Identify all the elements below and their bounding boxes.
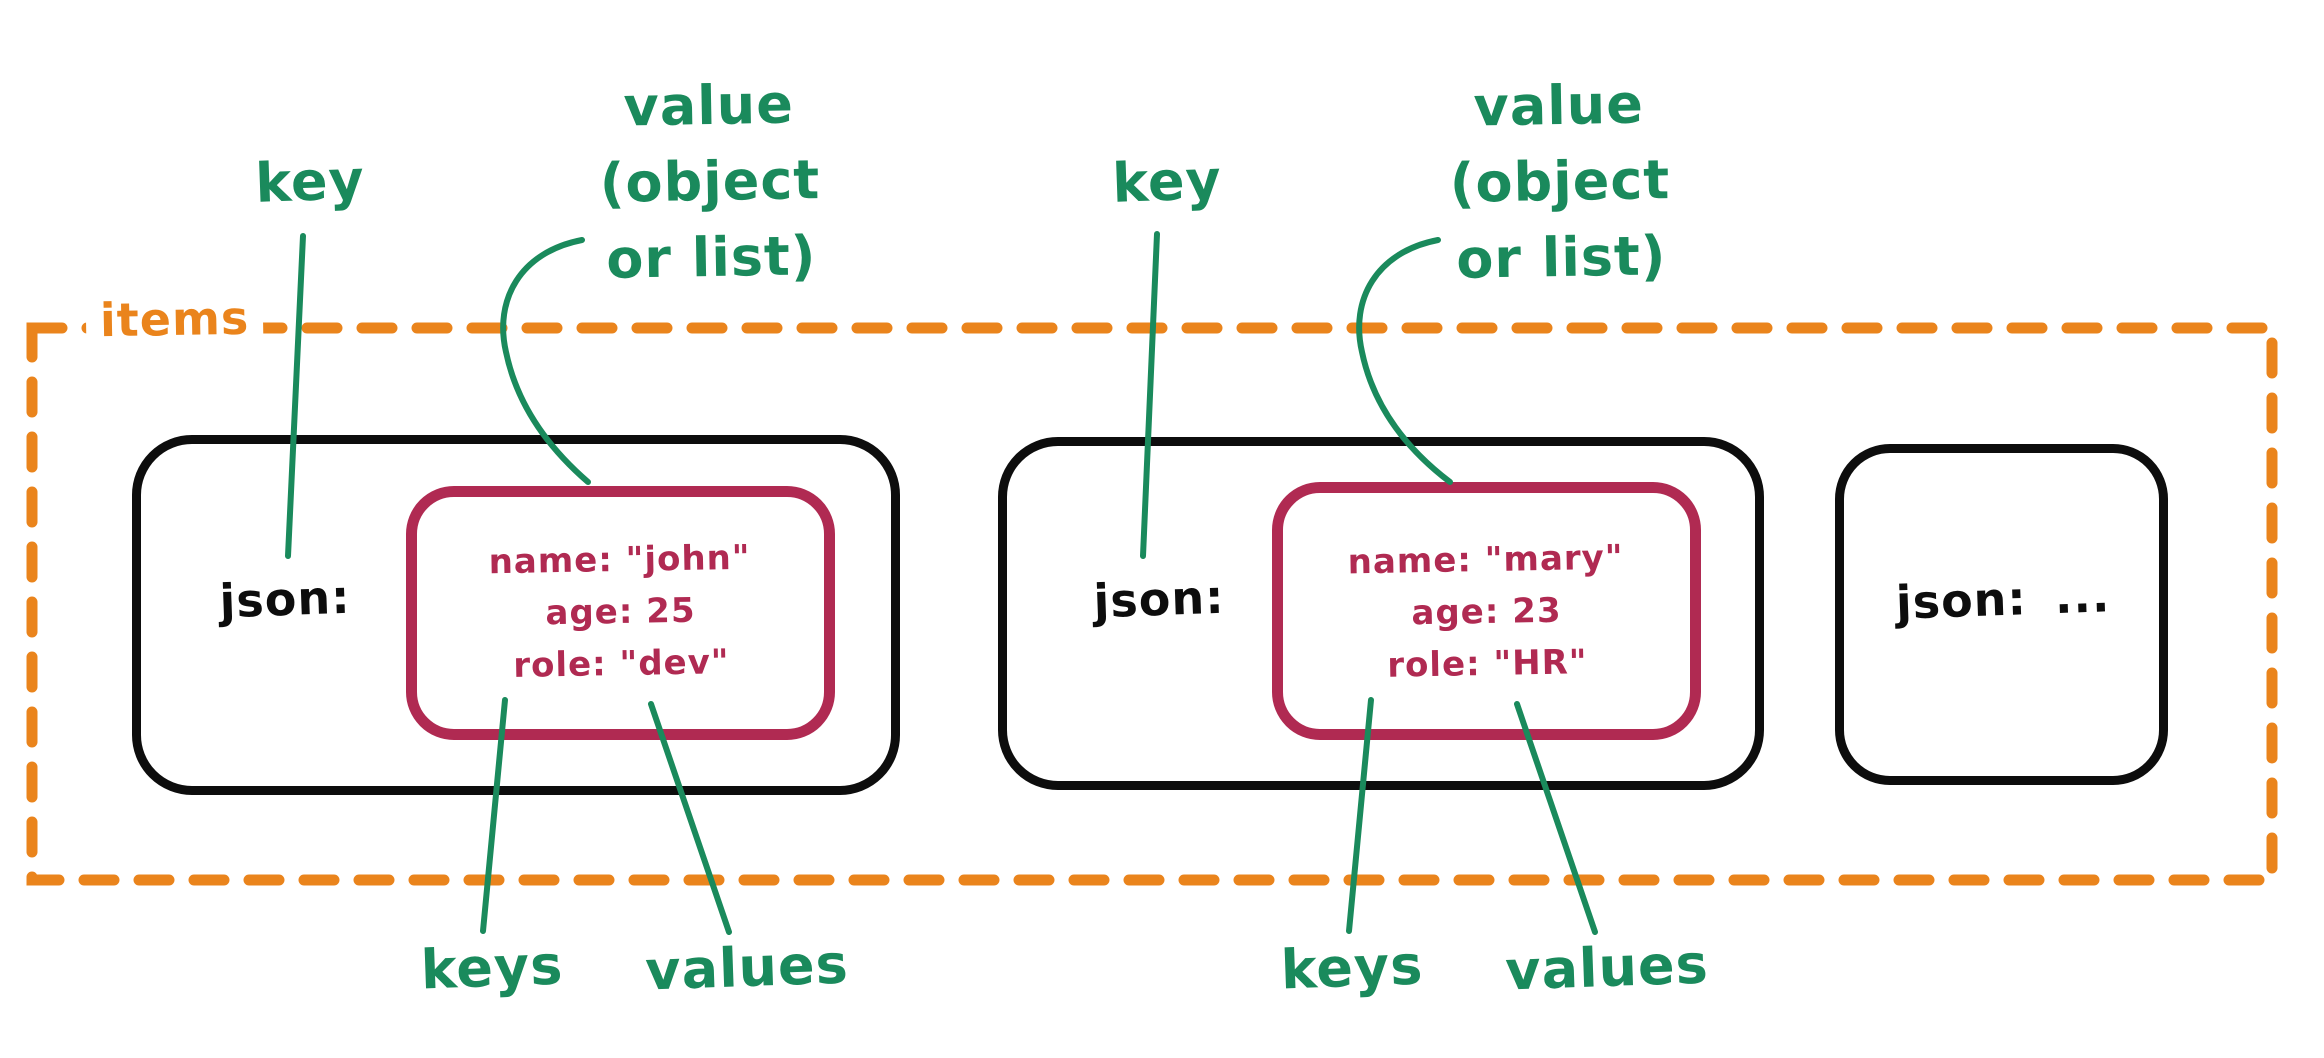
value-label-1-line1: value <box>623 72 795 139</box>
json-key-3-ellipsis: ... <box>2053 568 2112 625</box>
value-label-2-line3: or list) <box>1455 224 1667 291</box>
object-2-name-line: name: "mary" <box>1347 537 1624 583</box>
value-label-1-line3: or list) <box>605 224 817 291</box>
keys-label-1: keys <box>419 933 565 1002</box>
object-lines-1: name: "john" age: 25 role: "dev" <box>405 530 837 693</box>
object-2-age-line: age: 23 <box>1411 590 1562 634</box>
json-key-3-gap <box>2027 613 2055 614</box>
key-label-1: key <box>254 148 366 215</box>
value-label-1-line2: (object <box>599 148 821 215</box>
object-1-age-line: age: 25 <box>545 590 696 634</box>
items-label: items <box>85 290 264 348</box>
object-2-role-line: role: "HR" <box>1386 642 1588 686</box>
key-label-2: key <box>1111 148 1223 215</box>
json-key-2: json: <box>1092 569 1226 629</box>
keys-label-2: keys <box>1279 933 1425 1002</box>
json-key-1: json: <box>218 569 352 629</box>
value-label-1: value (object or list) <box>593 66 827 298</box>
values-label-1: values <box>644 932 850 1003</box>
value-label-2-line1: value <box>1473 72 1645 139</box>
values-label-2: values <box>1504 932 1710 1003</box>
value-label-2-line2: (object <box>1449 148 1671 215</box>
json-key-3-text: json: <box>1894 571 2028 630</box>
object-1-role-line: role: "dev" <box>512 642 730 686</box>
object-lines-2: name: "mary" age: 23 role: "HR" <box>1271 530 1703 693</box>
json-key-3: json:... <box>1872 567 2134 630</box>
value-label-2: value (object or list) <box>1443 66 1677 298</box>
object-1-name-line: name: "john" <box>488 537 751 583</box>
